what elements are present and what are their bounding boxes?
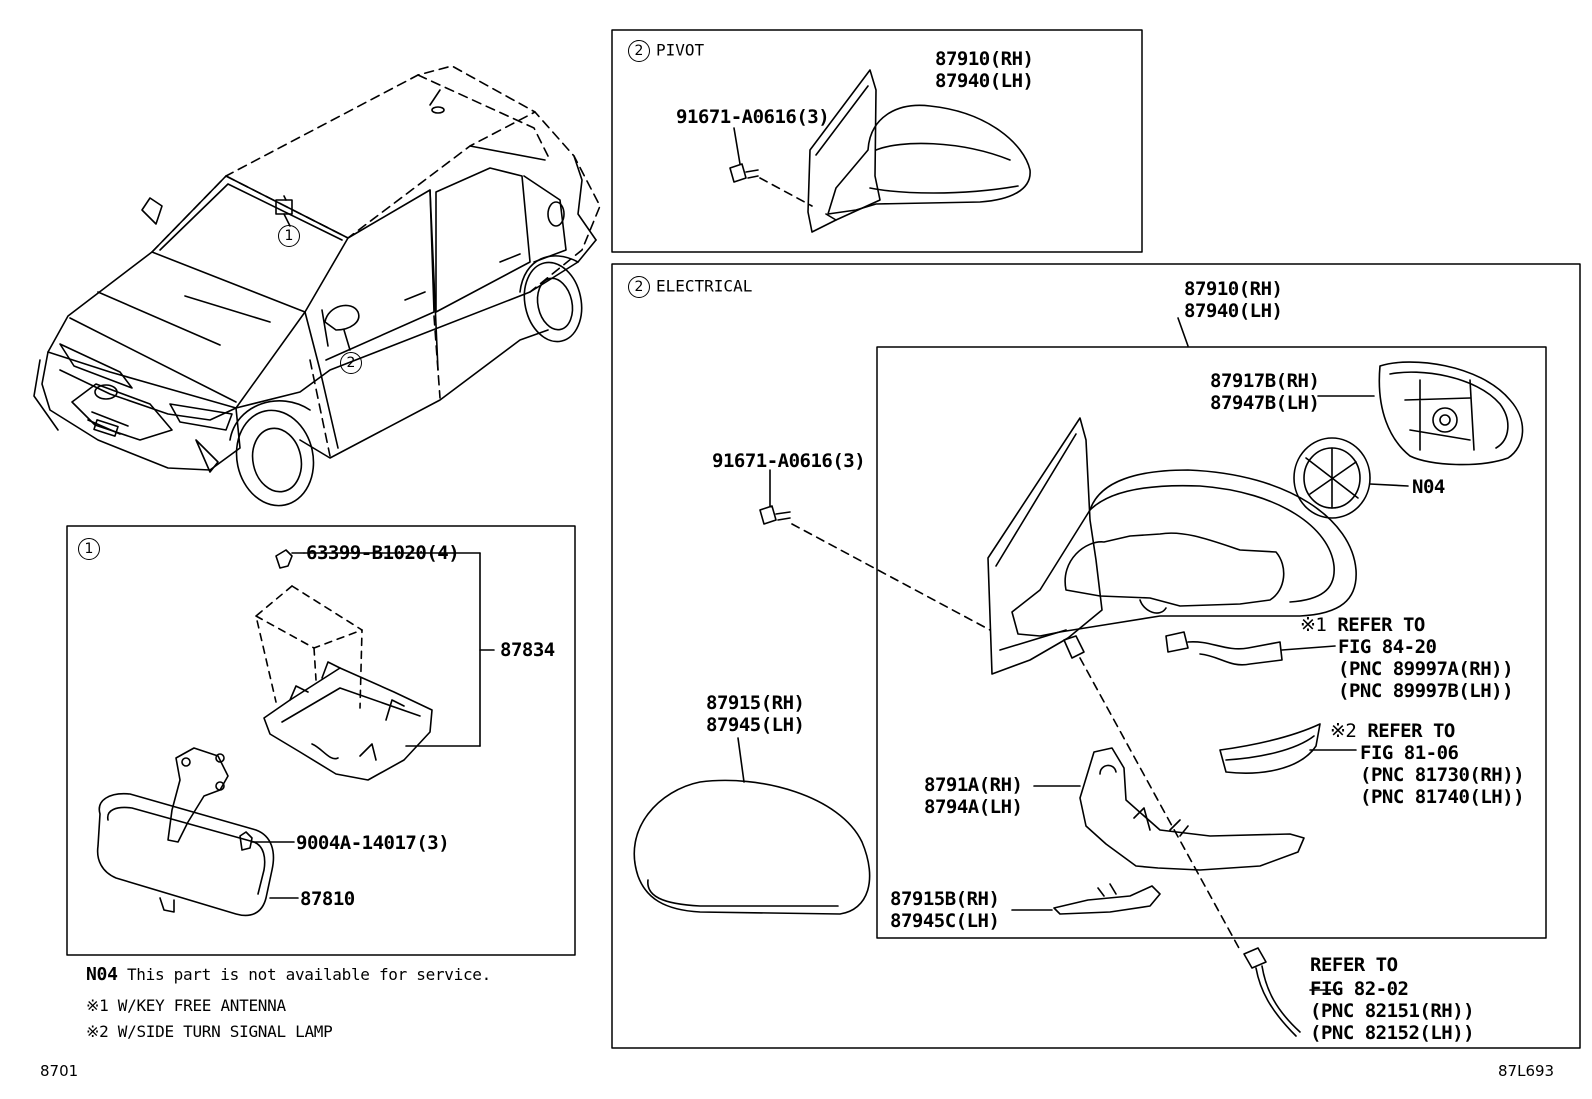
pivot-panel-frame	[612, 30, 1142, 252]
inner-mirror-panel-frame	[67, 526, 575, 955]
note-1: ※1 W/KEY FREE ANTENNA	[86, 998, 286, 1014]
ref2-line-3: (PNC 81730(RH))	[1360, 764, 1525, 786]
housing-lh-label: 87947B(LH)	[1210, 392, 1320, 414]
electrical-assy-rh: 87910(RH)	[1184, 278, 1283, 300]
ref3-line-1: REFER TO	[1310, 954, 1398, 976]
cover2-rh-label: 87915B(RH)	[890, 888, 1000, 910]
ref2-line-4: (PNC 81740(LH))	[1360, 786, 1525, 808]
inner-clip-label: 63399-B1020(4)	[306, 542, 460, 564]
note-n04-text: This part is not available for service.	[126, 965, 491, 984]
car-callout-outer-mirror: 2	[340, 352, 368, 374]
pivot-screw-label: 91671-A0616(3)	[676, 106, 830, 128]
inner-screw-label: 9004A-14017(3)	[296, 832, 450, 854]
pivot-header-text: PIVOT	[656, 40, 705, 60]
pivot-assy-lh: 87940(LH)	[935, 70, 1034, 92]
ref1-refer: REFER TO	[1337, 614, 1425, 636]
housing-rh-label: 87917B(RH)	[1210, 370, 1320, 392]
cover-rh-label: 87915(RH)	[706, 692, 805, 714]
electrical-assembly-frame	[877, 347, 1546, 938]
electrical-screw-label: 91671-A0616(3)	[712, 450, 866, 472]
page-code: 8701	[40, 1062, 79, 1080]
ref3-line-3: (PNC 82151(RH))	[1310, 1000, 1475, 1022]
base-rh-label: 8791A(RH)	[924, 774, 1023, 796]
electrical-mirror-drawing	[634, 318, 1522, 1036]
ref2-mark: ※2	[1330, 720, 1357, 742]
pivot-mirror-drawing	[730, 70, 1030, 232]
inner-callout-circle: 1	[78, 538, 100, 560]
electrical-callout-circle: 2	[628, 276, 650, 298]
n04-label: N04	[1412, 476, 1445, 498]
ref2-refer: REFER TO	[1367, 720, 1455, 742]
ref1-mark: ※1	[1300, 614, 1327, 636]
cover-lh-label: 87945(LH)	[706, 714, 805, 736]
base-lh-label: 8794A(LH)	[924, 796, 1023, 818]
note-n04: N04 This part is not available for servi…	[86, 966, 491, 984]
illustration-code: 87L693	[1498, 1062, 1555, 1080]
pivot-callout-circle: 2	[628, 40, 650, 62]
note-2-mark: ※2	[86, 1022, 109, 1041]
electrical-header-text: ELECTRICAL	[656, 276, 753, 296]
pivot-assy-rh: 87910(RH)	[935, 48, 1034, 70]
cover2-lh-label: 87945C(LH)	[890, 910, 1000, 932]
callout-1-circle: 1	[278, 225, 300, 247]
note-2: ※2 W/SIDE TURN SIGNAL LAMP	[86, 1022, 333, 1041]
ref1-line-3: (PNC 89997A(RH))	[1338, 658, 1514, 680]
note-1-mark: ※1	[86, 996, 109, 1015]
inner-mirror-label: 87810	[300, 888, 355, 910]
ref1-line-2: FIG 84-20	[1338, 636, 1437, 658]
car-callout-inner-mirror: 1	[278, 225, 306, 247]
note-n04-code: N04	[86, 964, 118, 985]
inner-cover-label: 87834	[500, 639, 555, 661]
ref2-line-1: ※2 REFER TO	[1330, 722, 1455, 741]
ref1-line-4: (PNC 89997B(LH))	[1338, 680, 1514, 702]
electrical-panel-header: 2 ELECTRICAL	[628, 276, 752, 298]
ref3-line-4: (PNC 82152(LH))	[1310, 1022, 1475, 1044]
callout-2-circle: 2	[340, 352, 362, 374]
note-1-text: W/KEY FREE ANTENNA	[117, 996, 286, 1015]
electrical-panel-frame	[612, 264, 1580, 1048]
ref2-line-2: FIG 81-06	[1360, 742, 1459, 764]
pivot-panel-header: 2 PIVOT	[628, 40, 704, 62]
vehicle-illustration	[34, 66, 600, 513]
electrical-assy-lh: 87940(LH)	[1184, 300, 1283, 322]
note-2-text: W/SIDE TURN SIGNAL LAMP	[117, 1022, 333, 1041]
inner-mirror-drawing	[98, 550, 494, 915]
ref3-line-2: FIG 82-02	[1310, 978, 1409, 1000]
ref1-line-1: ※1 REFER TO	[1300, 616, 1425, 635]
inner-panel-header: 1	[78, 538, 106, 560]
